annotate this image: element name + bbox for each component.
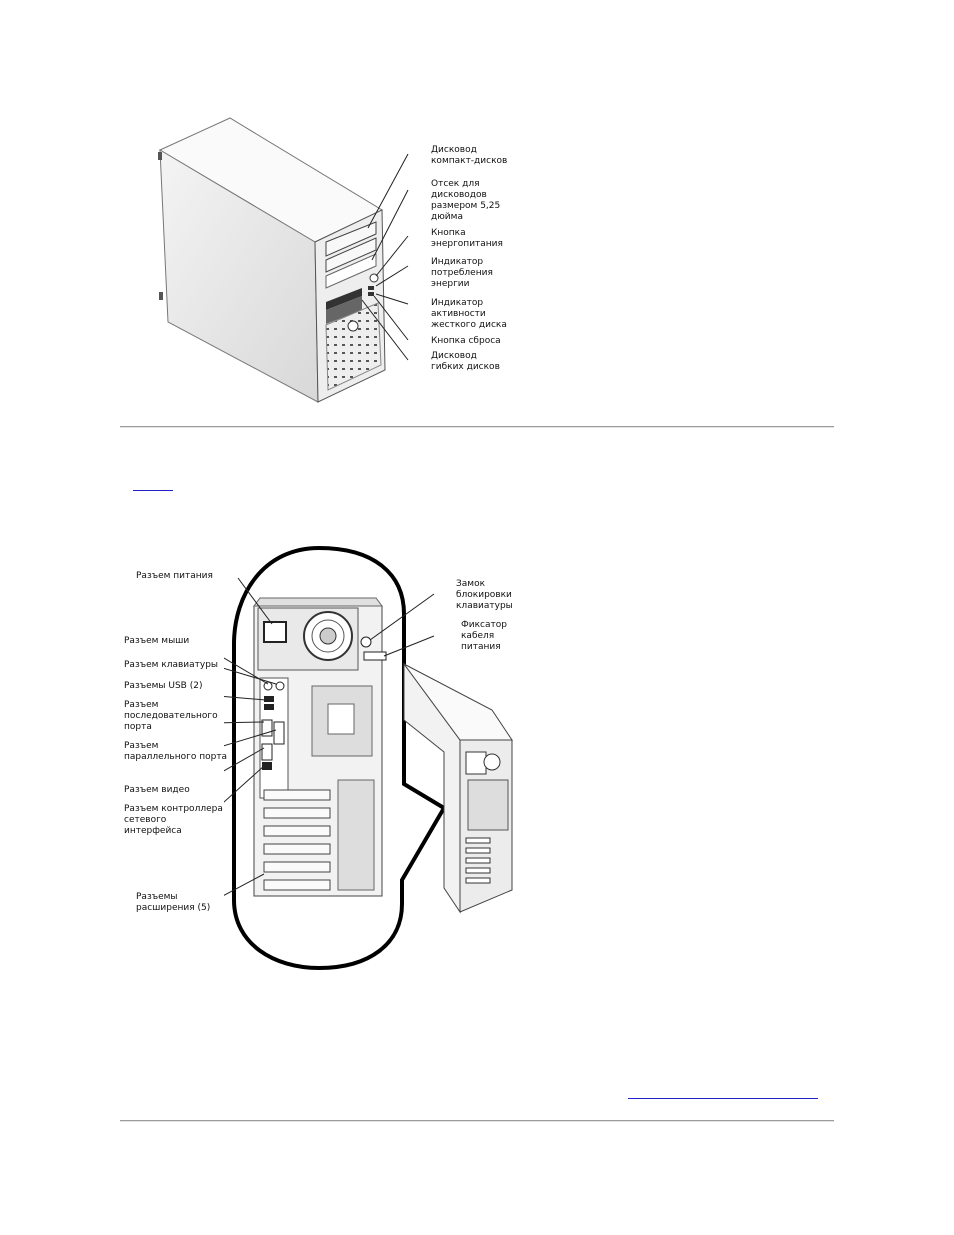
front-label-bay: Отсек для дисководов размером 5,25 дюйма <box>431 179 501 222</box>
back-label-mouse: Разъем мыши <box>124 636 190 646</box>
back-label-parallel: Разъем параллельного порта <box>124 741 228 762</box>
front-label-floppy: Дисковод гибких дисков <box>431 351 500 372</box>
back-label-nic: Разъем контроллера сетевого интерфейса <box>124 804 223 836</box>
back-label-power-connector: Разъем питания <box>136 571 213 581</box>
back-view-inset <box>400 660 520 916</box>
tower-inset-illustration <box>403 662 513 914</box>
top-link[interactable] <box>133 490 173 491</box>
back-label-video: Разъем видео <box>124 785 190 795</box>
back-label-keyboard-lock: Замок блокировки клавиатуры <box>456 579 513 611</box>
back-view-figure <box>153 544 524 971</box>
footer-divider <box>120 1120 834 1122</box>
front-view-figure <box>140 110 540 410</box>
section-divider <box>120 426 834 428</box>
front-label-reset: Кнопка сброса <box>431 336 501 346</box>
back-view-illustration <box>153 545 447 971</box>
back-label-serial: Разъем последовательного порта <box>124 700 218 732</box>
back-label-expansion: Разъемы расширения (5) <box>136 892 211 913</box>
front-label-cd: Дисковод компакт-дисков <box>431 145 508 166</box>
bottom-link[interactable] <box>628 1098 818 1099</box>
front-label-power-led: Индикатор потребления энергии <box>431 257 493 289</box>
front-label-power-button: Кнопка энергопитания <box>431 228 503 249</box>
front-view-illustration <box>158 117 409 403</box>
back-label-usb: Разъемы USB (2) <box>124 681 203 691</box>
front-label-hdd-led: Индикатор активности жесткого диска <box>431 298 507 330</box>
back-label-cable-clamp: Фиксатор кабеля питания <box>461 620 507 652</box>
back-label-keyboard: Разъем клавиатуры <box>124 660 219 670</box>
